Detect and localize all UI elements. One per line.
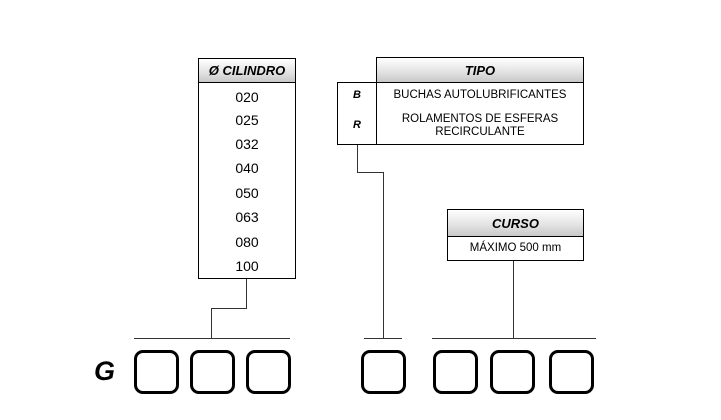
code-prefix: G (94, 356, 116, 386)
tipo-code-b: B (353, 89, 361, 101)
code-slot-curso-2 (490, 350, 535, 394)
tipo-connector-vertical (357, 145, 358, 173)
cilindro-value: 032 (235, 136, 259, 152)
code-slot-cilindro-2 (190, 350, 235, 394)
code-slot-curso-1 (433, 350, 478, 394)
tipo-desc-r-line1: ROLAMENTOS DE ESFERAS (401, 113, 559, 125)
cilindro-value: 080 (235, 234, 259, 250)
cilindro-connector-horizontal (211, 308, 247, 309)
cilindro-value: 050 (235, 185, 259, 201)
cilindro-connector-drop (211, 308, 212, 339)
cilindro-group-bar (134, 338, 290, 339)
curso-group-bar (432, 338, 596, 339)
curso-header-label: CURSO (492, 215, 539, 231)
cilindro-header: Ø CILINDRO (198, 58, 296, 83)
tipo-connector-horizontal (357, 172, 384, 173)
code-slot-cilindro-3 (246, 350, 291, 394)
tipo-header: TIPO (376, 57, 584, 83)
tipo-desc-b: BUCHAS AUTOLUBRIFICANTES (393, 89, 567, 101)
curso-connector-vertical (513, 261, 514, 339)
tipo-code-r: R (353, 119, 361, 131)
cilindro-value: 063 (235, 209, 259, 225)
cilindro-connector-vertical (246, 279, 247, 309)
code-slot-cilindro-1 (134, 350, 179, 394)
curso-value: MÁXIMO 500 mm (469, 242, 562, 254)
tipo-desc-column (376, 82, 584, 145)
code-slot-curso-3 (549, 350, 594, 394)
curso-header: CURSO (447, 209, 584, 237)
curso-value-box (447, 236, 584, 261)
tipo-group-bar (364, 338, 402, 339)
code-slot-tipo (361, 350, 406, 394)
tipo-header-label: TIPO (464, 62, 496, 78)
tipo-code-column (337, 82, 377, 145)
cilindro-value: 100 (235, 258, 259, 274)
tipo-desc-r-line2: RECIRCULANTE (435, 126, 525, 138)
cilindro-value: 025 (235, 112, 259, 128)
cilindro-value: 040 (235, 160, 259, 176)
cilindro-header-label: Ø CILINDRO (208, 63, 286, 78)
tipo-connector-drop (383, 172, 384, 339)
cilindro-value: 020 (235, 89, 259, 105)
cilindro-values-box (198, 82, 296, 279)
